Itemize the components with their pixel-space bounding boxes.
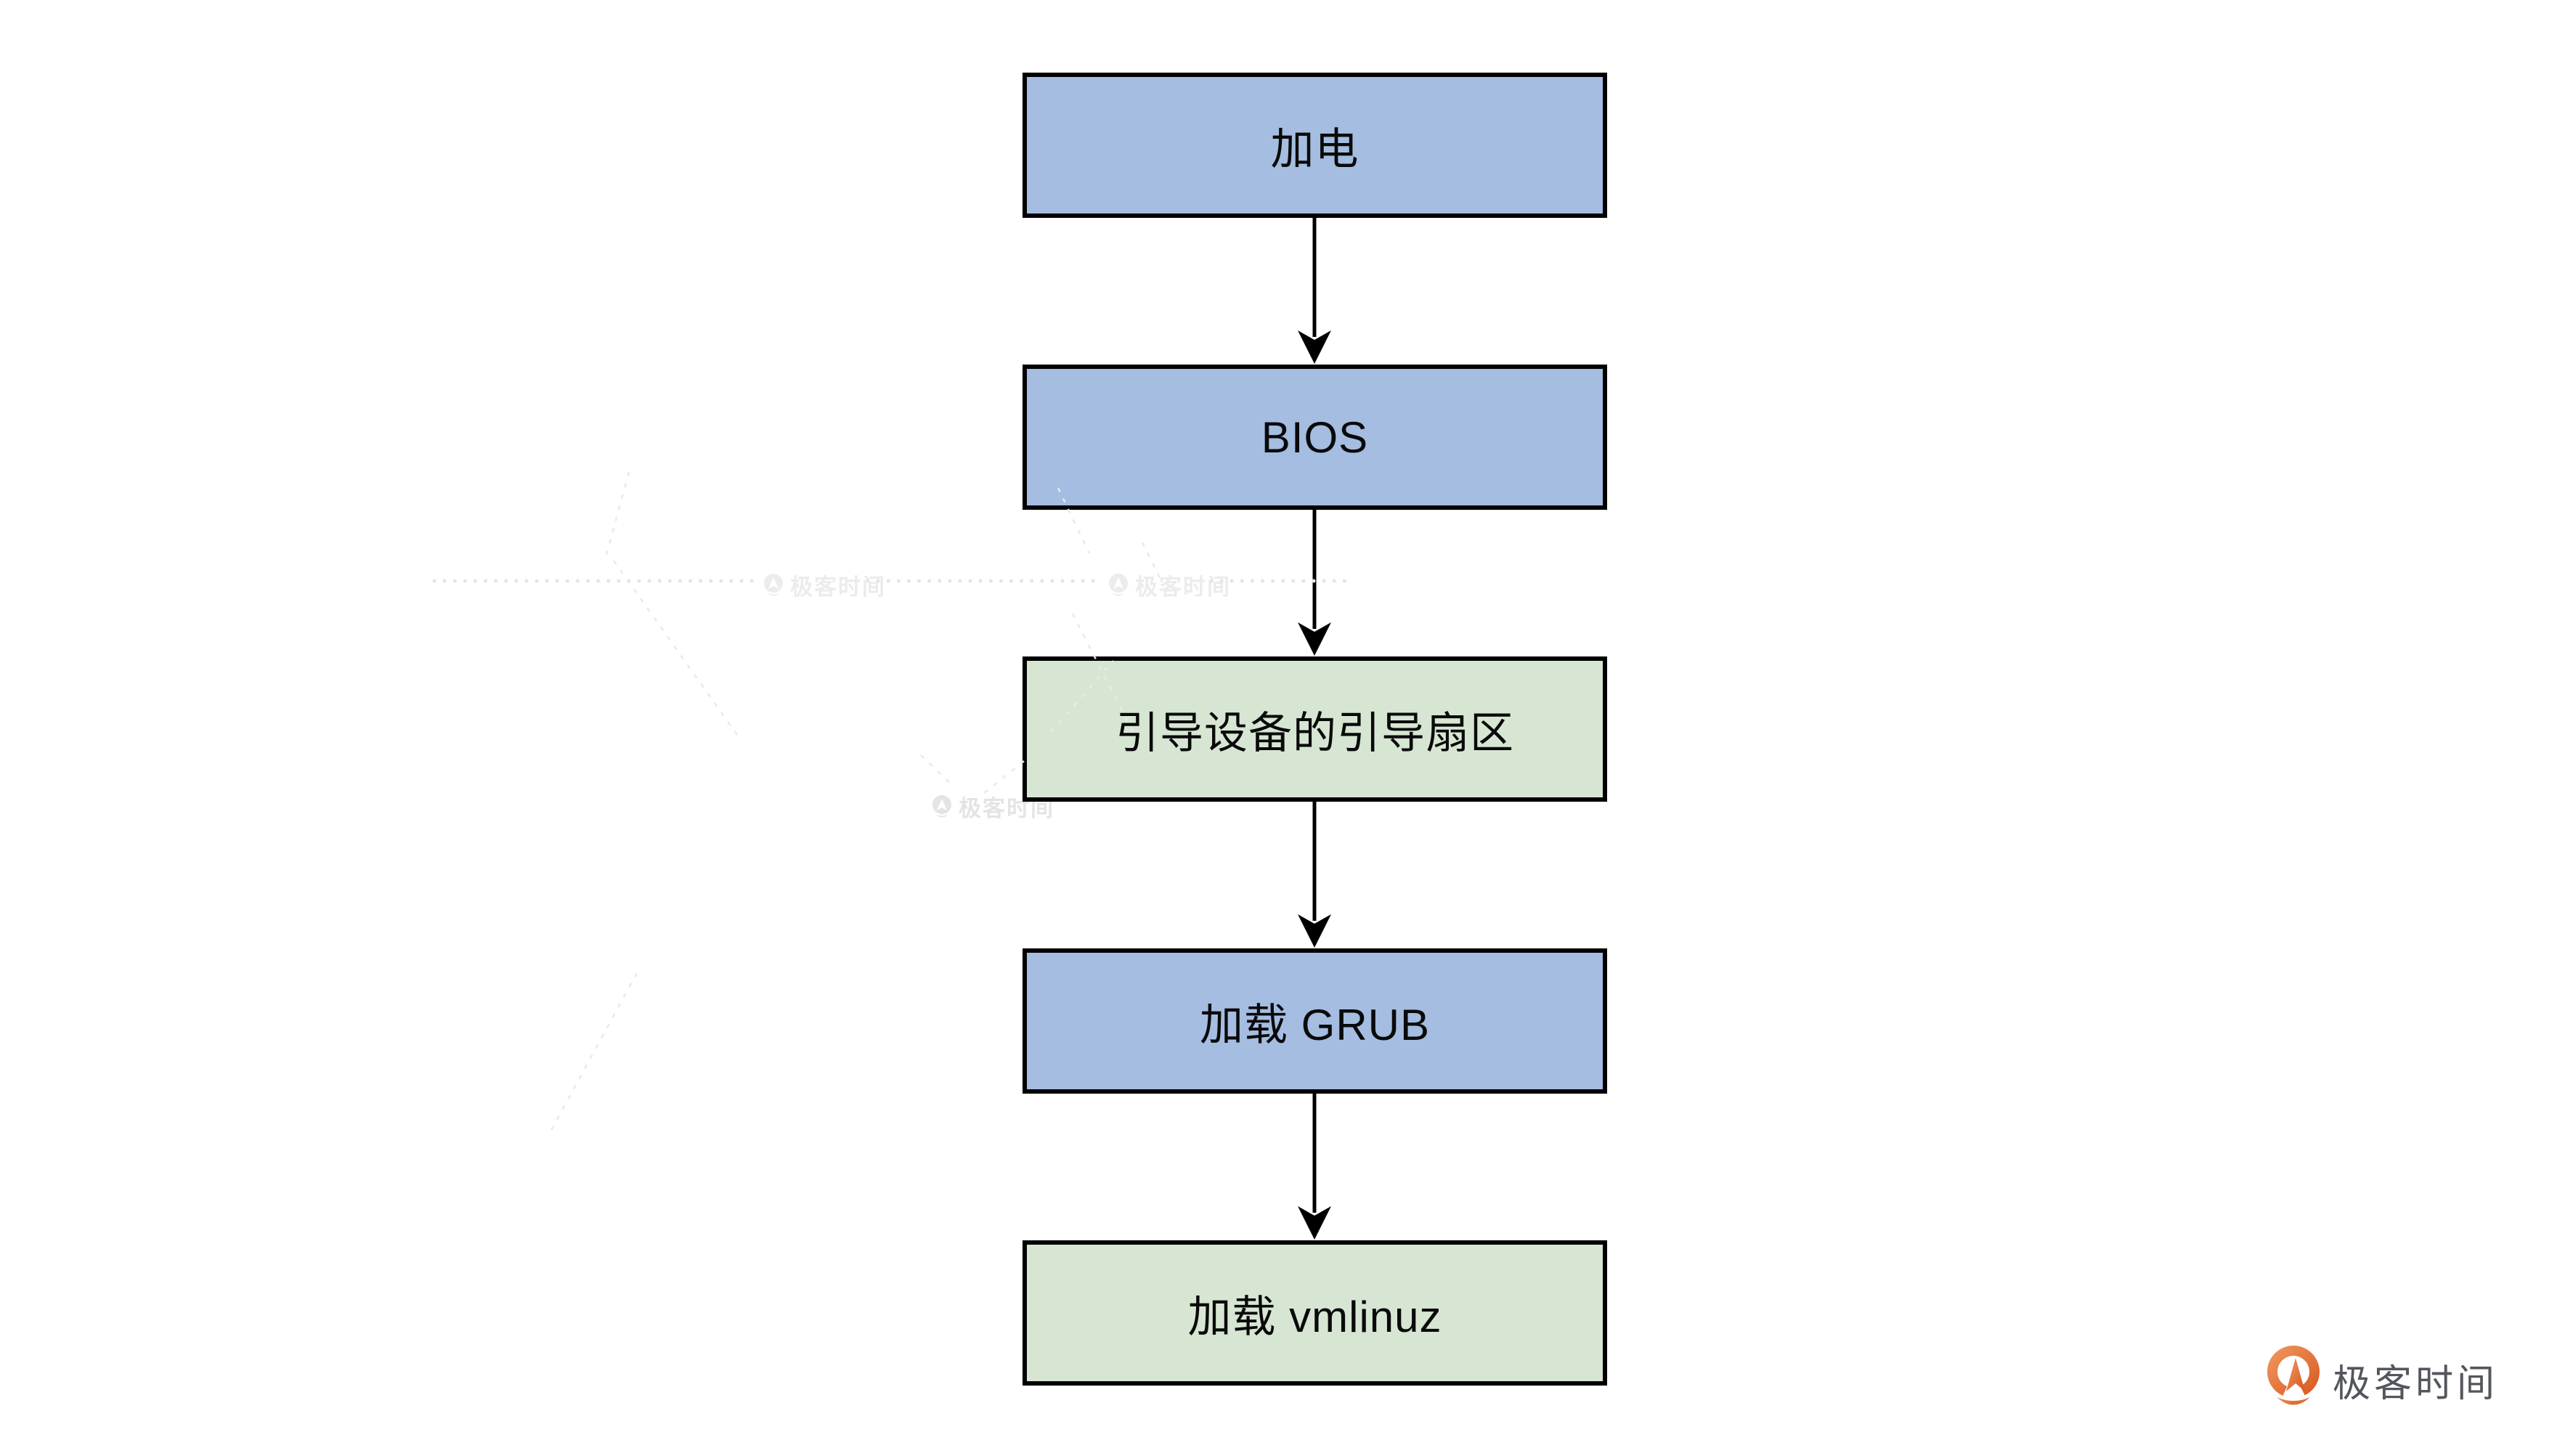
flow-node-power-on: 加电: [1023, 73, 1607, 218]
flow-node-label: 加电: [1270, 124, 1359, 174]
flow-node-label: 加载 GRUB: [1199, 1000, 1431, 1049]
flow-node-boot-sector: 引导设备的引导扇区: [1023, 656, 1607, 802]
watermark-logo-icon: [932, 794, 951, 817]
watermark-logo-icon: [1109, 573, 1128, 595]
arrow-down-icon: [1298, 802, 1331, 948]
flow-node-bios: BIOS: [1023, 365, 1607, 510]
flow-node-label: 加载 vmlinuz: [1187, 1292, 1442, 1341]
watermark-text: 极客时间: [1135, 574, 1231, 600]
arrow-down-icon: [1298, 510, 1331, 656]
geektime-brand: 极客时间: [2264, 1345, 2498, 1415]
watermark-text: 极客时间: [790, 574, 886, 600]
watermark-dashed-line: [920, 755, 951, 784]
arrow-down-icon: [1298, 218, 1331, 364]
watermark-dashed-line: [603, 471, 630, 561]
watermark-dashed-line: [548, 972, 638, 1134]
flow-node-label: BIOS: [1261, 412, 1369, 462]
watermark-logo-icon: [764, 573, 783, 595]
flow-node-label: 引导设备的引导扇区: [1115, 708, 1514, 757]
geektime-brand-text: 极客时间: [2333, 1362, 2499, 1405]
flow-node-load-vmlinuz: 加载 vmlinuz: [1023, 1240, 1607, 1386]
watermark-geektime: 极客时间: [763, 569, 886, 601]
watermark-dashed-line: [612, 560, 739, 736]
watermark-geektime: 极客时间: [1107, 569, 1231, 601]
flow-node-load-grub: 加载 GRUB: [1023, 948, 1607, 1094]
arrow-down-icon: [1298, 1094, 1331, 1240]
geektime-logo-icon: [2267, 1346, 2320, 1405]
